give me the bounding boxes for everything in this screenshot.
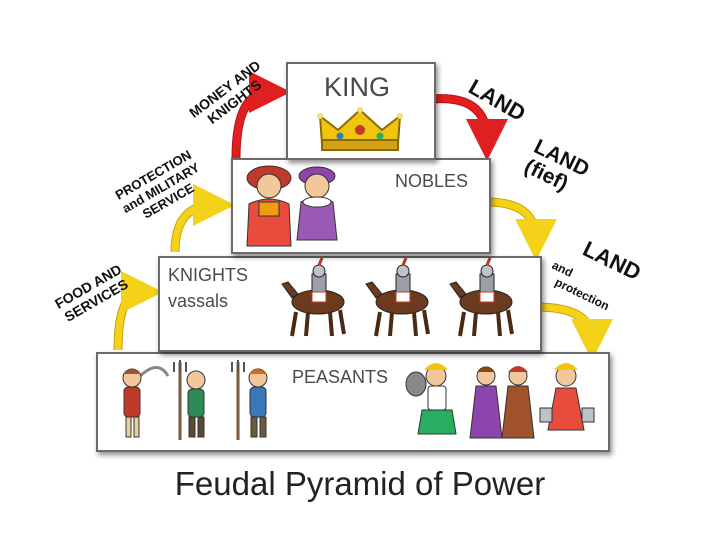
knight-on-horse-2	[365, 257, 430, 337]
knights-illustration	[281, 257, 514, 337]
knights-label: KNIGHTS	[168, 265, 249, 285]
peasant-figure-7	[539, 363, 595, 431]
peasants-tier: PEASANTS	[96, 352, 610, 452]
knight-on-horse-3	[449, 257, 514, 337]
king-tier: KING	[286, 62, 436, 160]
peasant-figure-5	[469, 366, 503, 439]
diagram-title: Feudal Pyramid of Power	[174, 465, 546, 502]
crown-icon	[317, 107, 403, 151]
vassals-label: vassals	[168, 291, 229, 311]
nobles-label: NOBLES	[395, 171, 469, 191]
peasant-figure-4	[405, 363, 457, 435]
peasant-figure-6	[501, 366, 535, 439]
peasants-illustration	[122, 360, 595, 440]
noble-lord-figure	[296, 166, 338, 241]
nobles-illustration	[246, 165, 338, 247]
noble-lady-figure	[246, 165, 292, 247]
nobles-tier: NOBLES	[231, 158, 491, 254]
peasant-figure-1	[122, 366, 170, 438]
king-label: KING	[324, 72, 391, 102]
peasants-label: PEASANTS	[292, 367, 389, 387]
knights-tier: KNIGHTS vassals	[158, 256, 542, 352]
knight-on-horse-1	[281, 257, 346, 337]
peasant-figure-3	[231, 360, 268, 440]
peasant-figure-2	[173, 360, 206, 440]
